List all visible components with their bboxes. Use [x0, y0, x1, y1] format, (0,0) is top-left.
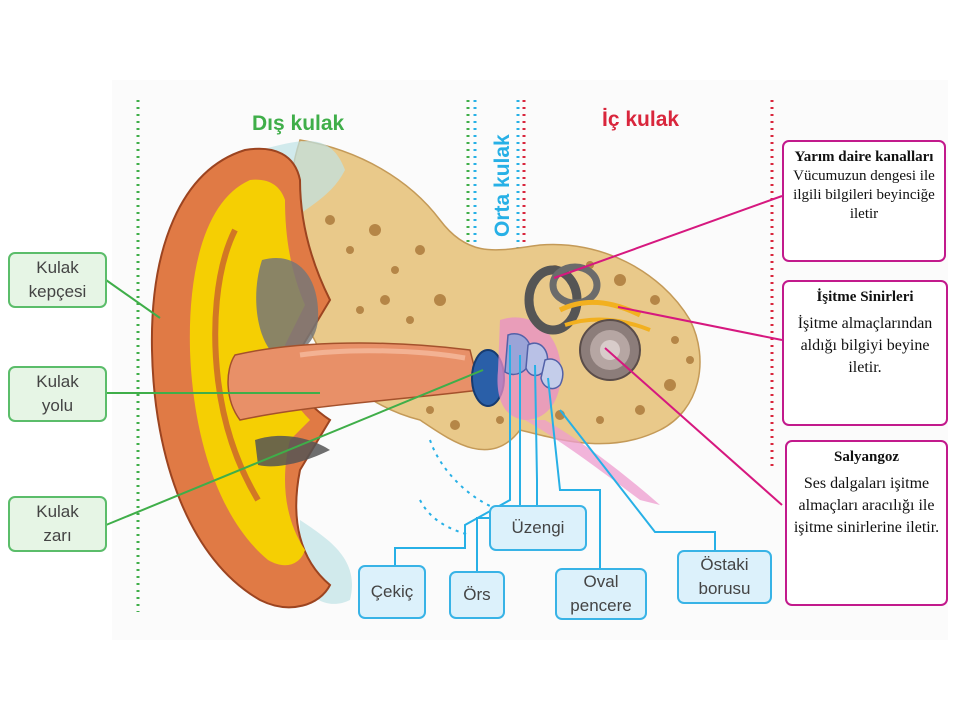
- stirrup-label-text: Üzengi: [511, 518, 565, 537]
- semicircular-canals-info: Yarım daire kanalları Vücumuzun dengesi …: [782, 140, 946, 262]
- oval-window-label: Oval pencere: [555, 568, 647, 620]
- oval-window-label-line2: pencere: [570, 596, 632, 615]
- stirrup-label: Üzengi: [489, 505, 587, 551]
- hammer-label: Çekiç: [358, 565, 426, 619]
- inner-ear-leaders: [553, 195, 783, 506]
- ear-canal-highlight: [299, 348, 466, 361]
- ear-canal-label: Kulak yolu: [8, 366, 107, 422]
- eardrum-label-line2: zarı: [43, 526, 72, 545]
- auditory-nerves-info: İşitme Sinirleri İşitme almaçlarından al…: [782, 280, 948, 426]
- cochlea-info: Salyangoz Ses dalgaları işitme almaçları…: [785, 440, 948, 606]
- eustachian-tube-label-line2: borusu: [698, 579, 751, 598]
- semicircular-canals-desc: Vücumuzun dengesi ile ilgili bilgileri b…: [793, 168, 935, 222]
- anvil-label-text: Örs: [463, 585, 491, 604]
- pinna-label-line2: kepçesi: [28, 282, 87, 301]
- cochlea-desc: Ses dalgaları işitme almaçları aracılığı…: [793, 475, 940, 536]
- eustachian-tube-label-line1: Östaki: [700, 555, 749, 574]
- auditory-nerves-title: İşitme Sinirleri: [816, 289, 914, 305]
- eardrum-label-line1: Kulak: [36, 502, 79, 521]
- auditory-nerves-desc: İşitme almaçlarından aldığı bilgiyi beyi…: [797, 315, 933, 376]
- cochlea-title: Salyangoz: [833, 449, 899, 465]
- anvil-label: Örs: [449, 571, 505, 619]
- pinna-label: Kulak kepçesi: [8, 252, 107, 308]
- ear-canal-label-line2: yolu: [41, 396, 74, 415]
- middle-ear-title: Orta kulak: [491, 134, 514, 237]
- eustachian-tube: [525, 420, 660, 505]
- outer-ear-leaders: [105, 279, 484, 526]
- hammer-label-text: Çekiç: [370, 582, 414, 601]
- semicircular-canals-title: Yarım daire kanalları: [794, 149, 934, 165]
- inner-ear-title: İç kulak: [602, 108, 680, 131]
- oval-window-label-line1: Oval: [583, 572, 619, 591]
- ear-canal-label-line1: Kulak: [36, 372, 79, 391]
- eustachian-tube-label: Östaki borusu: [677, 550, 772, 604]
- pinna-label-line1: Kulak: [36, 258, 79, 277]
- eardrum-label: Kulak zarı: [8, 496, 107, 552]
- outer-ear-title: Dış kulak: [252, 112, 345, 135]
- auditory-nerve: [558, 299, 642, 318]
